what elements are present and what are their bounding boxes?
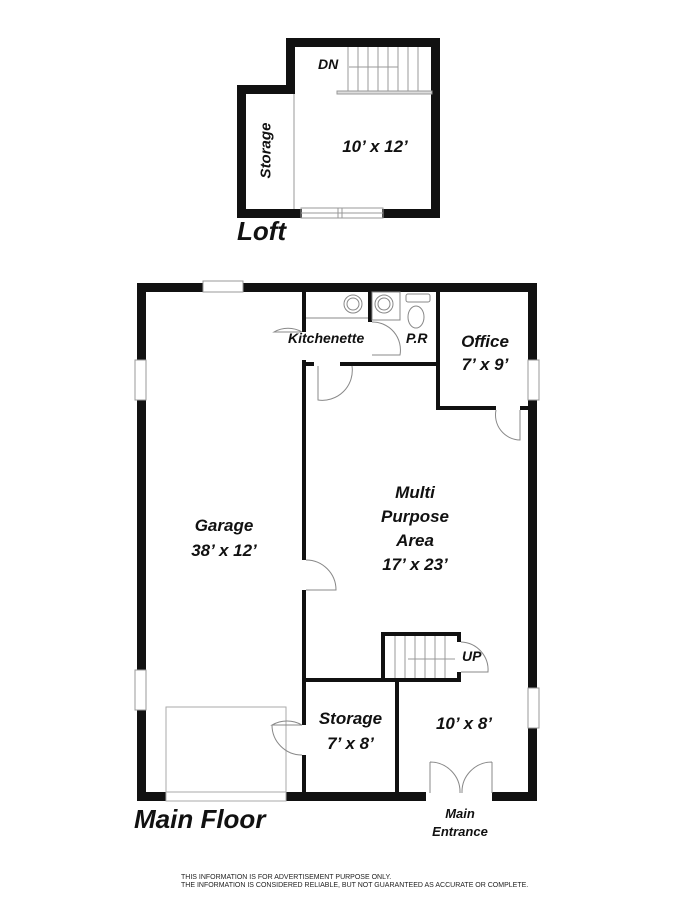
fixtures [306, 291, 431, 329]
main-walls [137, 283, 537, 801]
loft-title: Loft [237, 216, 287, 246]
main-windows [134, 280, 540, 729]
main-stairs-label: UP [462, 648, 482, 664]
kitchenette-label: Kitchenette [288, 330, 365, 346]
main-floor-title: Main Floor [134, 804, 266, 834]
entry-dimensions: 10’ x 8’ [435, 714, 493, 733]
multi-purpose-label-3: Area [396, 531, 434, 550]
powder-room-label: P.R [406, 330, 428, 346]
garage-dimensions: 38’ x 12’ [191, 541, 257, 560]
loft-storage-label: Storage [257, 122, 275, 179]
loft-stairs [336, 47, 433, 95]
loft-window [300, 207, 384, 219]
multi-purpose-label-2: Purpose [380, 507, 450, 526]
storage-dimensions: 7’ x 8’ [327, 734, 374, 753]
office-dimensions: 7’ x 9’ [461, 355, 509, 374]
disclaimer-line-1: THIS INFORMATION IS FOR ADVERTISEMENT PU… [181, 874, 392, 881]
entrance-label-1: Main [445, 806, 475, 821]
main-stairs [394, 636, 455, 678]
doors [270, 321, 521, 794]
office-label: Office [461, 332, 509, 351]
loft-stairs-label: DN [318, 56, 339, 72]
garage-door [165, 706, 287, 801]
loft-walls [237, 38, 440, 218]
storage-label: Storage [318, 709, 383, 728]
multi-purpose-dimensions: 17’ x 23’ [382, 555, 448, 574]
loft-room-dimensions: 10’ x 12’ [342, 137, 408, 156]
multi-purpose-label-1: Multi [395, 483, 435, 502]
entrance-label-2: Entrance [432, 824, 488, 839]
garage-label: Garage [194, 516, 254, 535]
disclaimer-line-2: THE INFORMATION IS CONSIDERED RELIABLE, … [181, 882, 529, 889]
